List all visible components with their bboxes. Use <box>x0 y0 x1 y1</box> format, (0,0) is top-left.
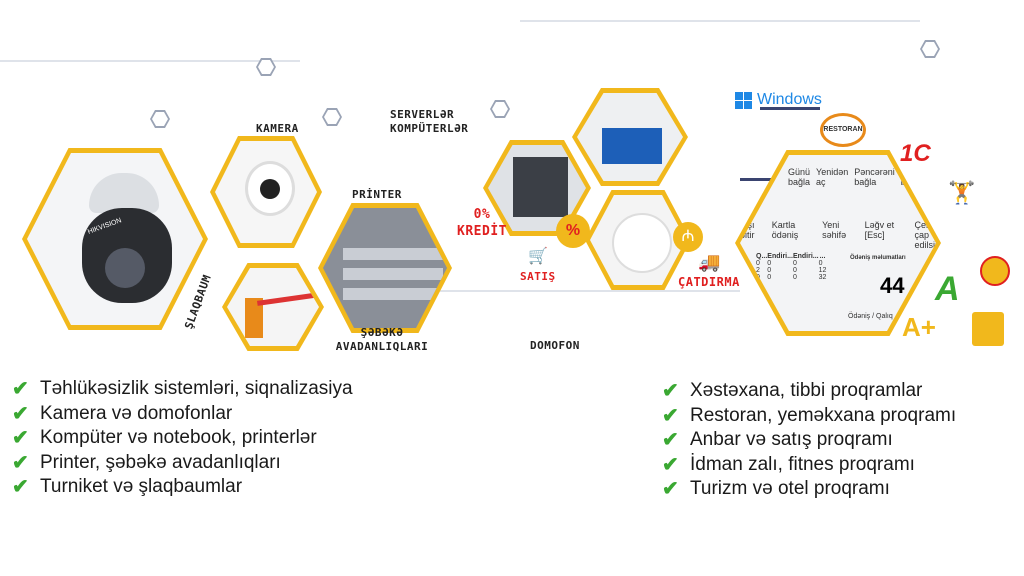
delivery-label: ÇATDIRMA <box>678 275 740 289</box>
truck-icon: 🚚 <box>698 252 721 272</box>
hexagon-outline-icon <box>490 100 510 118</box>
printer-label: PRİNTER <box>352 188 402 201</box>
hexagon-outline-icon <box>322 108 342 126</box>
action-button: ...şı bitir <box>740 220 755 240</box>
decor-line <box>760 107 820 110</box>
check-icon: ✔ <box>12 378 29 400</box>
servers-label: SERVERLƏR KOMPÜTERLƏR <box>390 108 469 135</box>
check-icon: ✔ <box>12 427 29 449</box>
a-plus-logo-icon: A+ <box>902 312 936 342</box>
camera-image <box>210 136 322 248</box>
action-button: Ləğv et [Esc] <box>864 220 895 240</box>
ptz-camera-image: HIKVISION <box>22 148 208 330</box>
payment-value: 44 <box>880 273 905 298</box>
payment-footer: Ödəniş / Qalıq <box>848 313 893 320</box>
action-button: Kartla ödəniş <box>771 220 799 240</box>
decor-line <box>520 20 920 22</box>
windows-logo: Windows <box>735 91 822 109</box>
list-item: ✔Turizm və otel proqramı <box>662 478 890 500</box>
check-icon: ✔ <box>662 404 679 427</box>
network-switch-image <box>318 203 452 333</box>
check-icon: ✔ <box>662 429 679 451</box>
check-icon: ✔ <box>12 402 29 425</box>
software-services-list: ✔Xəstəxana, tibbi proqramlar ✔Restoran, … <box>662 379 956 502</box>
action-checkbox: Çek çap edilsin <box>914 220 936 250</box>
list-item: ✔Xəstəxana, tibbi proqramlar <box>662 380 923 402</box>
toolbar-button: Günü bağla <box>788 167 811 187</box>
food-logo-icon <box>980 256 1010 286</box>
toolbar-button: Yenidən aç <box>816 167 849 187</box>
1c-logo: 1C <box>900 140 931 167</box>
coin-icon: ₼ <box>673 222 703 252</box>
check-icon: ✔ <box>662 453 679 476</box>
toolbar-button: Proqramı bağla <box>900 167 936 187</box>
check-icon: ✔ <box>12 451 29 474</box>
list-item: ✔Turniket və şlaqbaumlar <box>12 476 243 498</box>
action-button: Yeni səhifə <box>822 220 847 240</box>
restoran-logo: RESTORAN <box>820 113 866 147</box>
payment-title: Ödəniş məlumatları <box>850 255 906 261</box>
cash-register-icon <box>972 312 1004 346</box>
computers-image <box>572 88 688 186</box>
fitness-icon: 🏋 <box>948 180 976 205</box>
list-item: ✔Anbar və satış proqramı <box>662 429 893 451</box>
sales-label: SATIŞ <box>520 270 556 283</box>
camera-label: KAMERA <box>256 122 299 135</box>
decor-line <box>740 178 800 181</box>
cart-icon: 🛒 <box>528 248 548 265</box>
list-item: ✔Kamera və domofonlar <box>12 402 233 425</box>
hexagon-outline-icon <box>150 110 170 128</box>
credit-label: 0% KREDİT <box>457 207 507 239</box>
intercom-label: DOMOFON <box>530 339 580 352</box>
hexagon-outline-icon <box>920 40 940 58</box>
network-label: ŞƏBƏKƏ AVADANLIQLARI <box>335 326 429 353</box>
hexagon-outline-icon <box>256 58 276 76</box>
list-item: ✔Kompüter və notebook, printerlər <box>12 427 317 449</box>
decor-line <box>440 290 740 292</box>
toolbar-button: Pəncərəni bağla <box>854 167 895 187</box>
barrier-image <box>222 263 324 351</box>
a-logo-icon: A <box>935 270 960 308</box>
check-icon: ✔ <box>12 476 29 498</box>
percent-icon: % <box>556 214 590 248</box>
hardware-services-list: ✔Təhlükəsizlik sistemləri, siqnalizasiya… <box>12 377 353 500</box>
check-icon: ✔ <box>662 478 679 500</box>
decor-line <box>0 60 300 62</box>
list-item: ✔İdman zalı, fitnes proqramı <box>662 453 915 476</box>
list-item: ✔Printer, şəbəkə avadanlıqları <box>12 451 281 474</box>
list-item: ✔Restoran, yeməkxana proqramı <box>662 404 957 427</box>
list-item: ✔Təhlükəsizlik sistemləri, siqnalizasiya <box>12 378 353 400</box>
check-icon: ✔ <box>662 380 679 402</box>
barrier-label: ŞLAQBAUM <box>182 272 214 331</box>
